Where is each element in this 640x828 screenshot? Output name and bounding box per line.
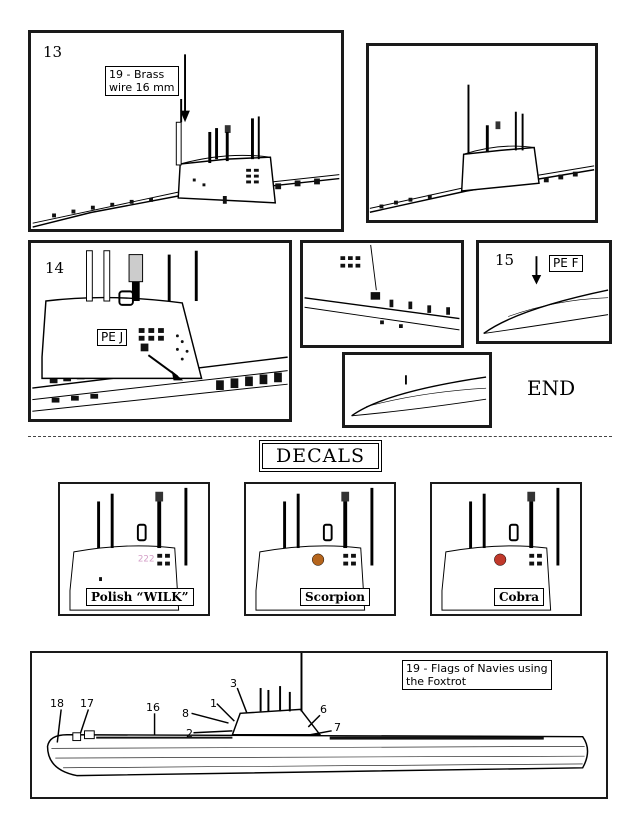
step-number: 13 [43,43,63,61]
part-number-label: 2 [186,727,193,740]
decal-label-cobra: Cobra [494,588,545,606]
part-number-label: 16 [146,701,160,714]
decals-title: DECALS [262,443,379,469]
sail-detail-drawing [32,250,288,412]
step-14-panel: 14 PE J [28,240,292,422]
pe-f-callout: PE F [549,255,583,272]
full-profile-panel: 19 - Flags of Navies using the Foxtrot 1… [30,651,608,799]
flags-callout: 19 - Flags of Navies using the Foxtrot [402,660,552,690]
part-number-label: 17 [80,697,94,710]
part-number-label: 18 [50,697,64,710]
part-number-label: 8 [182,707,189,720]
pe-j-callout: PE J [97,329,128,346]
decal-panel-scorpion: Scorpion [244,482,396,616]
svg-text:222: 222 [138,555,155,565]
sub-sail-result-drawing [369,84,595,213]
decal-panel-cobra: Cobra [430,482,582,616]
bow-detail-panel [342,352,492,428]
step-13-panel: 13 19 - Brass wire [28,30,344,232]
brass-wire-callout: 19 - Brass wire 16 mm [105,66,179,96]
step-13-result-panel [366,43,598,223]
step-15-panel: 15 PE F [476,240,612,344]
decal-panel-polish: 222 Polish “WILK” [58,482,210,616]
decal-label-scorpion: Scorpion [300,588,370,606]
end-label: END [527,376,576,400]
decal-label-polish: Polish “WILK” [86,588,194,606]
part-number-label: 7 [334,721,341,734]
sail-result-drawing [304,244,460,331]
step-number: 15 [495,251,515,269]
bow-drawing [483,256,609,335]
part-number-label: 6 [320,703,327,716]
sub-sail-drawing [32,54,340,228]
step-14-result-panel [300,240,464,348]
step-number: 14 [45,259,65,277]
section-divider [28,436,612,437]
submarine-profile-drawing [46,653,589,777]
part-number-label: 3 [230,677,237,690]
part-number-label: 1 [210,697,217,710]
bow-detail-drawing [351,375,487,417]
